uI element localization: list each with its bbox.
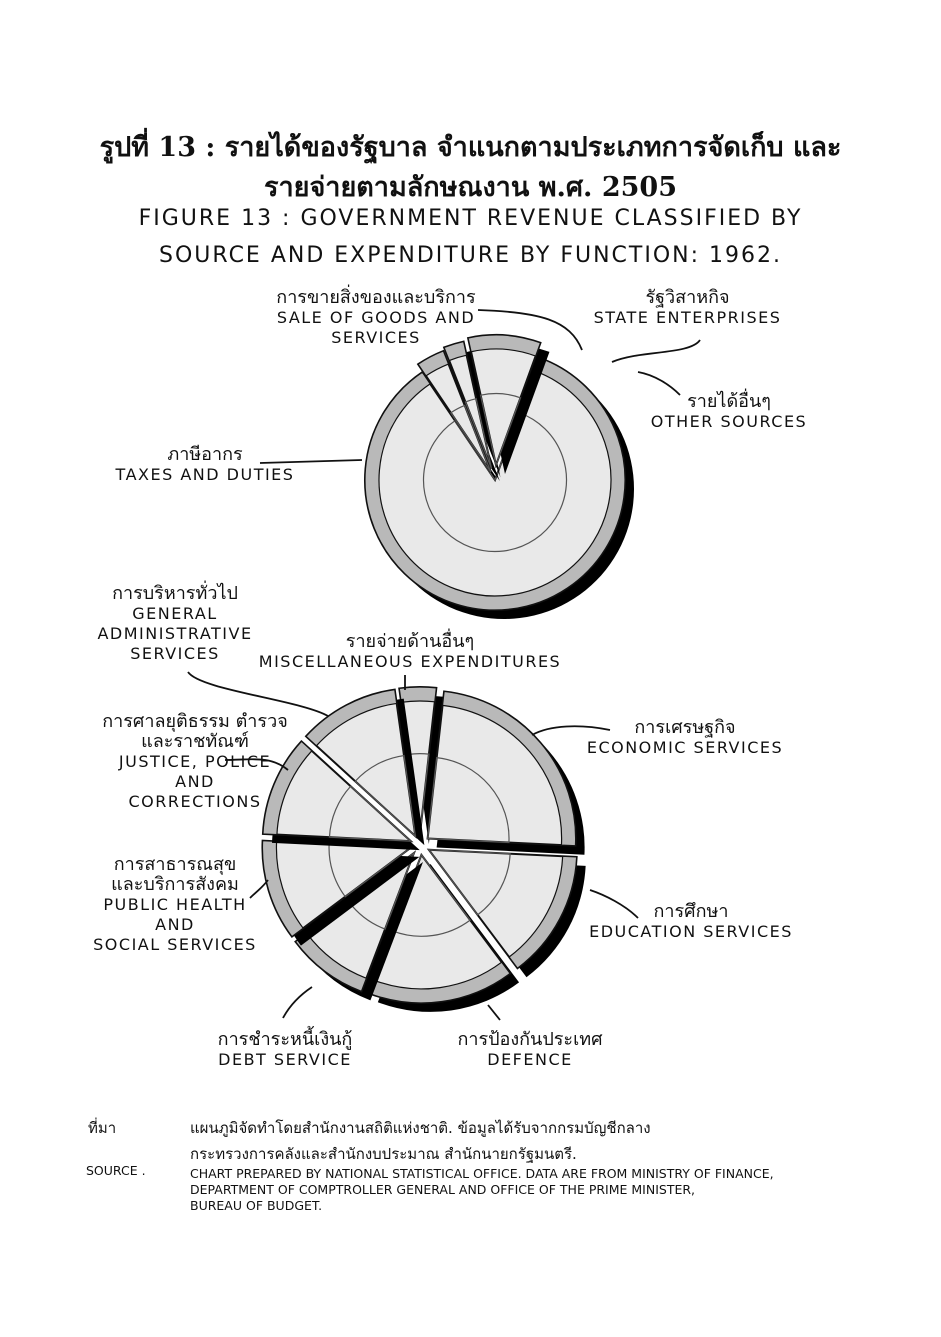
label-economic-services: การเศรษฐกิจ ECONOMIC SERVICES — [586, 717, 784, 758]
source-thai-line1: แผนภูมิจัดทำโดยสำนักงานสถิติแห่งชาติ. ข้… — [190, 1119, 651, 1137]
leader-def — [487, 1004, 501, 1021]
title-english-line2: SOURCE AND EXPENDITURE BY FUNCTION: 1962… — [159, 243, 782, 268]
leader-state — [611, 339, 701, 363]
label-education-services: การศึกษา EDUCATION SERVICES — [589, 901, 793, 942]
leader-justice — [224, 758, 289, 771]
pie-slice — [442, 340, 501, 478]
pie-slice — [426, 848, 586, 978]
source-thai-label: ที่มา — [88, 1119, 117, 1137]
source-english-label: SOURCE . — [86, 1163, 146, 1178]
label-miscellaneous-expenditures: รายจ่ายด้านอื่นๆ MISCELLANEOUS EXPENDITU… — [258, 631, 562, 672]
pie-slice — [367, 852, 520, 1012]
revenue-pie-chart — [364, 334, 634, 619]
label-debt-service: การชำระหนี้เงินกู้ DEBT SERVICE — [217, 1029, 353, 1070]
pie-slice — [304, 688, 425, 846]
label-state-enterprises: รัฐวิสาหกิจ STATE ENTERPRISES — [593, 287, 782, 328]
label-defence: การป้องกันประเทศ DEFENCE — [457, 1029, 603, 1070]
leader-taxes — [259, 459, 363, 464]
pie-slice — [261, 839, 420, 946]
pie-slice — [261, 739, 420, 851]
pie-slice — [294, 850, 423, 1001]
pie-slice — [398, 686, 446, 845]
leader-econ — [531, 725, 611, 736]
title-thai-line2: รายจ่ายตามลักษณงาน พ.ศ. 2505 — [263, 172, 677, 203]
label-justice-police: การศาลยุติธรรม ตำรวจ และราชทัณฑ์ JUSTICE… — [102, 711, 288, 812]
expenditure-pie-chart — [261, 686, 586, 1012]
leader-sale — [477, 309, 583, 351]
source-english-line1: CHART PREPARED BY NATIONAL STATISTICAL O… — [190, 1166, 774, 1181]
title-english-line1: FIGURE 13 : GOVERNMENT REVENUE CLASSIFIE… — [138, 206, 803, 231]
source-thai-line2: กระทรวงการคลังและสำนักงบประมาณ สำนักนายก… — [190, 1145, 577, 1163]
pie-slice — [364, 356, 634, 619]
pie-slice — [416, 349, 500, 482]
label-taxes-and-duties: ภาษีอากร TAXES AND DUTIES — [115, 444, 295, 485]
label-other-sources: รายได้อื่นๆ OTHER SOURCES — [650, 391, 808, 432]
pie-slice — [426, 690, 585, 855]
leader-other — [637, 371, 681, 396]
leader-debt — [282, 986, 313, 1019]
source-english-line3: BUREAU OF BUDGET. — [190, 1198, 323, 1213]
label-public-health: การสาธารณสุข และบริการสังคม PUBLIC HEALT… — [93, 854, 257, 955]
label-leader-lines — [187, 309, 701, 1021]
pie-slice — [466, 334, 550, 475]
label-general-administrative: การบริหารทั่วไป GENERAL ADMINISTRATIVE S… — [97, 583, 253, 664]
leader-health — [249, 879, 269, 899]
label-sale-of-goods: การขายสิ่งของและบริการ SALE OF GOODS AND… — [276, 287, 476, 348]
leader-genadmin — [187, 671, 329, 717]
title-thai-line1: รูปที่ 13 : รายได้ของรัฐบาล จำแนกตามประเ… — [99, 132, 842, 163]
source-english-line2: DEPARTMENT OF COMPTROLLER GENERAL AND OF… — [190, 1182, 696, 1197]
leader-edu — [589, 889, 639, 919]
